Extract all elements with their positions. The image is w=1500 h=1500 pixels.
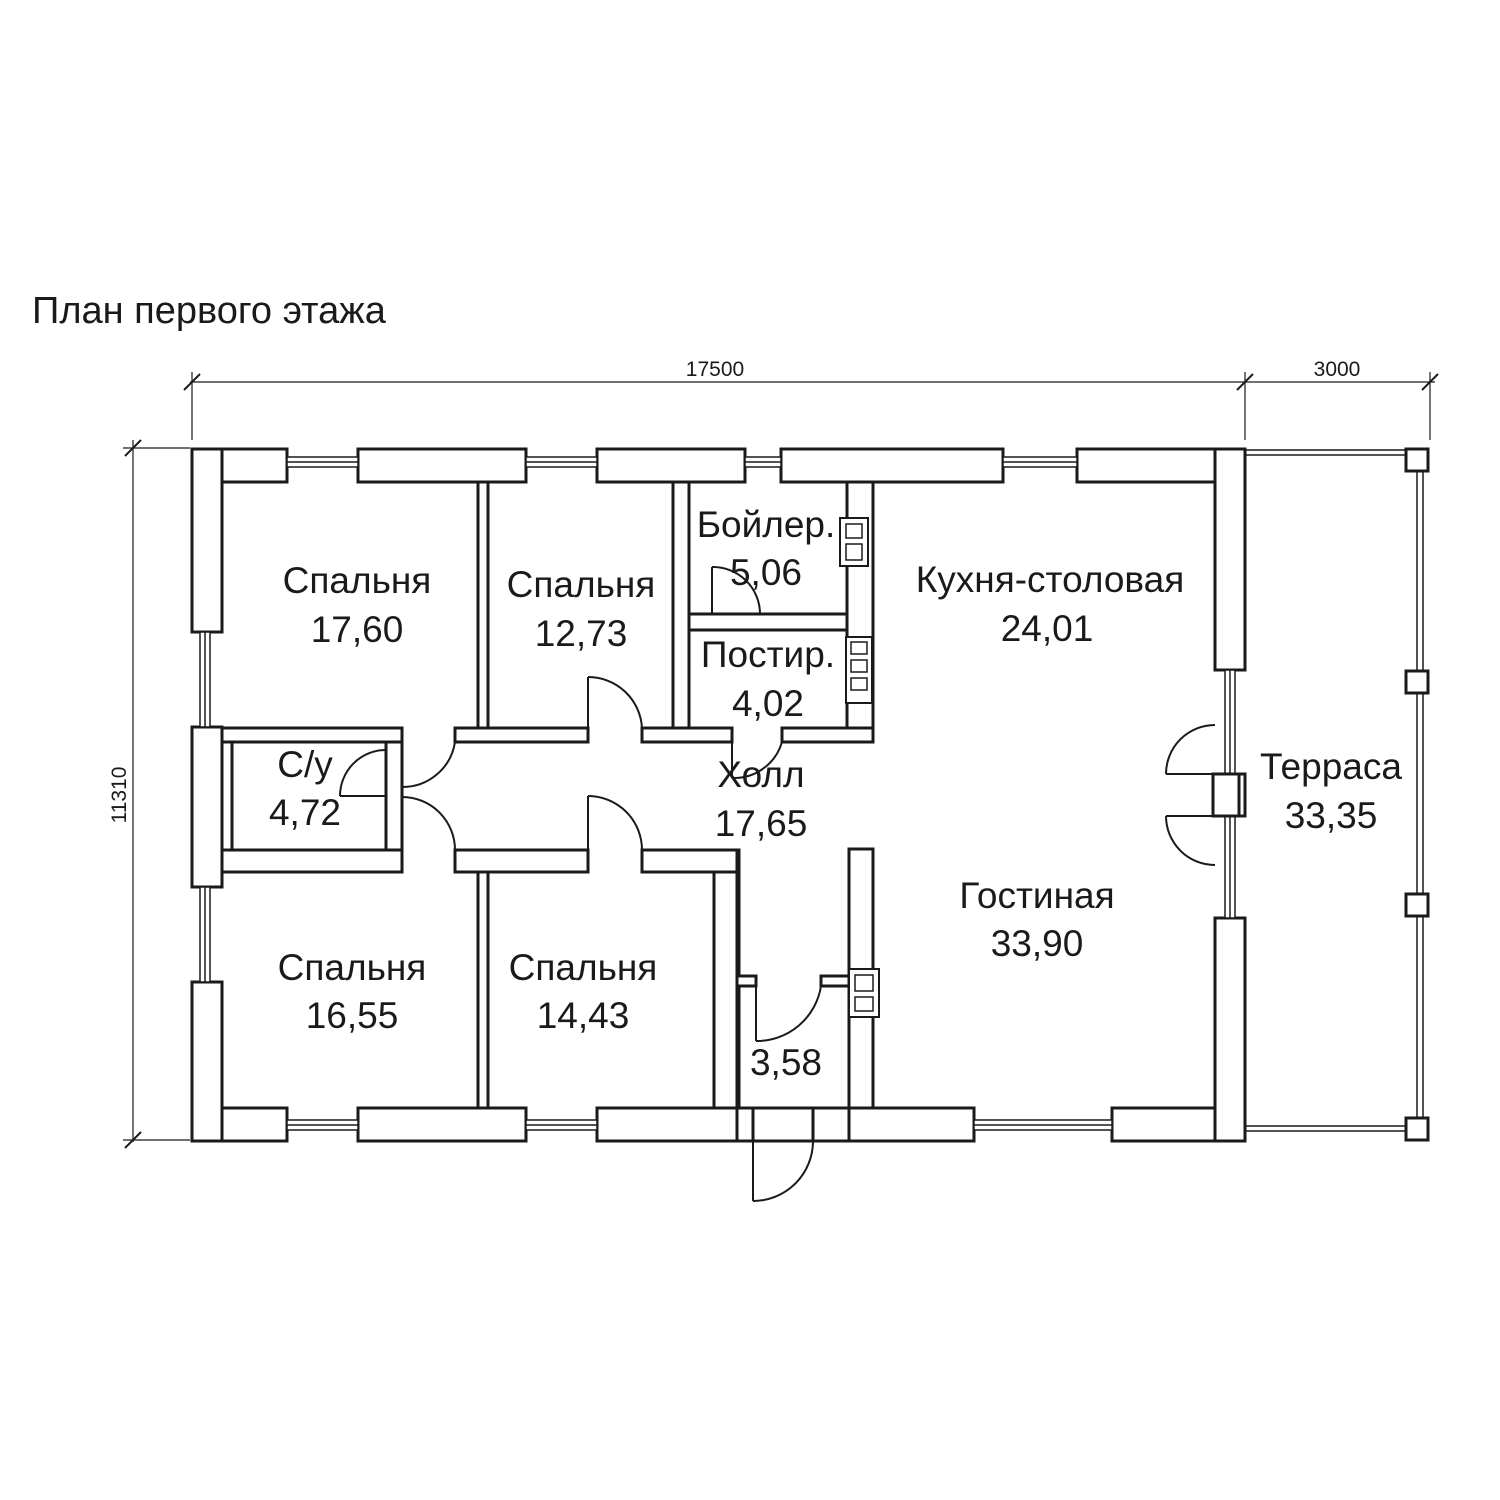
dimension-lines <box>123 372 1439 1149</box>
room-name-terrace: Терраса <box>1260 746 1402 787</box>
room-name-boiler: Бойлер. <box>697 504 836 545</box>
room-area-wc: 4,72 <box>269 792 341 833</box>
terrace-post <box>1404 669 1430 695</box>
plan-title: План первого этажа <box>32 290 387 332</box>
room-area-bedroom-3: 16,55 <box>306 995 399 1036</box>
terrace-post <box>1404 447 1430 473</box>
room-area-terrace: 33,35 <box>1285 795 1378 836</box>
room-area-bedroom-2: 12,73 <box>535 613 628 654</box>
room-area-vestibule: 3,58 <box>750 1042 822 1083</box>
room-name-bedroom-4: Спальня <box>509 947 658 988</box>
room-name-hall: Холл <box>717 754 804 795</box>
vent-blocks <box>839 517 880 1018</box>
room-area-laundry: 4,02 <box>732 683 804 724</box>
terrace-post <box>1404 1116 1430 1142</box>
room-name-bedroom-2: Спальня <box>507 564 656 605</box>
room-area-kitchen: 24,01 <box>1001 608 1094 649</box>
room-name-bedroom-1: Спальня <box>283 560 432 601</box>
terrace-post <box>1404 892 1430 918</box>
room-name-laundry: Постир. <box>701 634 835 675</box>
room-area-bedroom-4: 14,43 <box>537 995 630 1036</box>
dimension-width-main: 17500 <box>686 358 744 381</box>
room-area-hall: 17,65 <box>715 803 808 844</box>
room-area-living: 33,90 <box>991 923 1084 964</box>
room-name-wc: С/у <box>277 744 333 785</box>
doors <box>339 565 1216 1202</box>
room-name-kitchen: Кухня-столовая <box>916 559 1185 600</box>
windows <box>199 456 1236 1131</box>
terrace-column <box>1211 772 1241 818</box>
room-area-boiler: 5,06 <box>730 552 802 593</box>
room-labels: Спальня 17,60 Спальня 12,73 Бойлер. 5,06… <box>269 504 1402 1083</box>
room-name-bedroom-3: Спальня <box>278 947 427 988</box>
dimension-height: 11310 <box>108 767 131 824</box>
room-name-living: Гостиная <box>959 875 1114 916</box>
room-area-bedroom-1: 17,60 <box>311 609 404 650</box>
terrace-structure <box>1211 447 1430 1142</box>
dimension-width-terrace: 3000 <box>1314 358 1361 381</box>
